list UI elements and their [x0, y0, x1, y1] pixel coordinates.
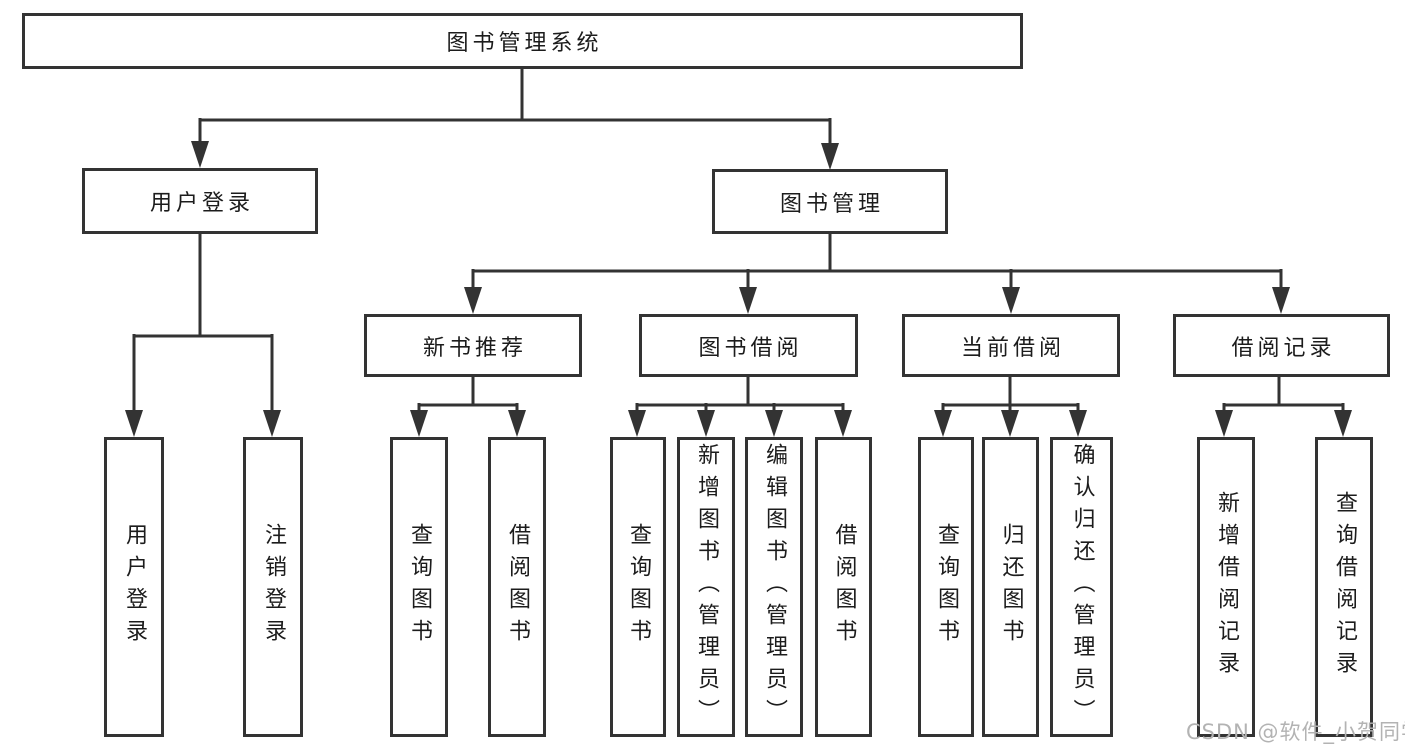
node-label: 查询图书 — [934, 523, 959, 651]
leaf-current-return-books: 归还图书 — [982, 437, 1039, 737]
leaf-logout: 注销登录 — [243, 437, 303, 737]
node-book-borrowing: 图书借阅 — [639, 314, 858, 377]
node-label: 图书借阅 — [698, 335, 803, 361]
node-label: 图书管理系统 — [446, 31, 603, 56]
node-label: 查询图书 — [407, 523, 432, 651]
leaf-records-query-record: 查询借阅记录 — [1315, 437, 1373, 737]
node-library-system: 图书管理系统 — [22, 13, 1023, 69]
node-label: 用户登录 — [149, 191, 254, 216]
node-label: 借阅图书 — [505, 523, 530, 651]
node-label: 新增借阅记录 — [1214, 491, 1239, 683]
node-label: 当前借阅 — [960, 335, 1065, 361]
node-user-login: 用户登录 — [82, 168, 318, 234]
node-label: 查询图书 — [626, 523, 651, 651]
node-label: 图书管理 — [779, 191, 884, 217]
leaf-current-confirm-return-admin: 确认归还（管理员） — [1050, 437, 1113, 737]
leaf-records-add-record: 新增借阅记录 — [1197, 437, 1255, 737]
leaf-recommend-query-books: 查询图书 — [390, 437, 448, 737]
node-label: 归还图书 — [998, 523, 1024, 651]
node-new-book-recommend: 新书推荐 — [364, 314, 582, 377]
watermark: CSDN @软件_小贺同学 — [1186, 720, 1405, 744]
node-label: 查询借阅记录 — [1332, 491, 1357, 683]
leaf-current-query-books: 查询图书 — [918, 437, 974, 737]
node-current-borrowing: 当前借阅 — [902, 314, 1120, 377]
leaf-borrowing-edit-books-admin: 编辑图书（管理员） — [745, 437, 803, 737]
leaf-borrowing-borrow-books: 借阅图书 — [815, 437, 872, 737]
node-label: 借阅图书 — [831, 523, 857, 651]
node-label: 新增图书（管理员） — [694, 443, 719, 731]
node-label: 注销登录 — [261, 523, 286, 651]
node-label: 用户登录 — [122, 523, 147, 651]
leaf-borrowing-query-books: 查询图书 — [610, 437, 666, 737]
leaf-user-login: 用户登录 — [104, 437, 164, 737]
node-label: 新书推荐 — [422, 335, 527, 361]
leaf-recommend-borrow-books: 借阅图书 — [488, 437, 546, 737]
node-label: 借阅记录 — [1231, 335, 1336, 361]
node-book-management: 图书管理 — [712, 169, 948, 234]
leaf-borrowing-add-books-admin: 新增图书（管理员） — [677, 437, 735, 737]
node-borrowing-records: 借阅记录 — [1173, 314, 1390, 377]
node-label: 确认归还（管理员） — [1069, 443, 1095, 731]
node-label: 编辑图书（管理员） — [762, 443, 787, 731]
